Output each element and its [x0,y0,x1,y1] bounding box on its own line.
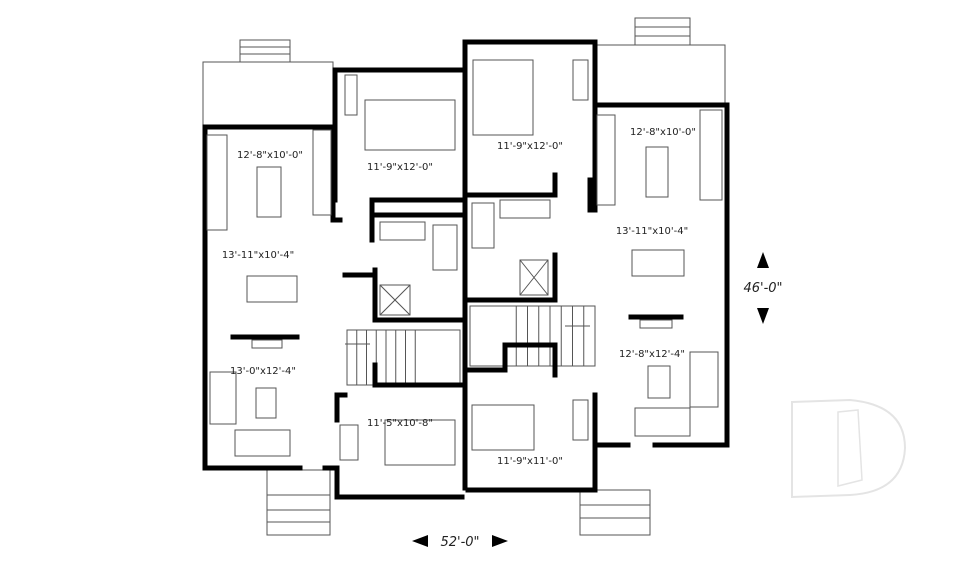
logo-watermark [791,398,907,499]
dimension-width: 52'-0" [412,535,508,550]
left-dining-label: 13'-11"x10'-4" [222,250,294,261]
right-kitchen-label: 12'-8"x10'-0" [630,127,696,138]
dimension-depth: 46'-0" [743,252,783,324]
arrow-down-icon [757,308,769,324]
arrow-right-icon [492,535,508,547]
left-bedroom-bottom-label: 11'-5"x10'-8" [367,418,433,429]
furniture [206,59,723,466]
width-dimension: 52'-0" [440,535,479,550]
left-living-label: 13'-0"x12'-4" [230,366,296,377]
arrow-up-icon [757,252,769,268]
left-kitchen-label: 12'-8"x10'-0" [237,150,303,161]
right-bedroom-bottom-label: 11'-9"x11'-0" [497,456,563,467]
right-dining-label: 13'-11"x10'-4" [616,226,688,237]
right-bedroom-top-label: 11'-9"x12'-0" [497,141,563,152]
right-living-label: 12'-8"x12'-4" [619,349,685,360]
left-bedroom-top-label: 11'-9"x12'-0" [367,162,433,173]
depth-dimension: 46'-0" [743,281,782,296]
walls [202,39,730,500]
room-labels: 12'-8"x10'-0" 11'-9"x12'-0" 13'-11"x10'-… [222,127,696,467]
arrow-left-icon [412,535,428,547]
